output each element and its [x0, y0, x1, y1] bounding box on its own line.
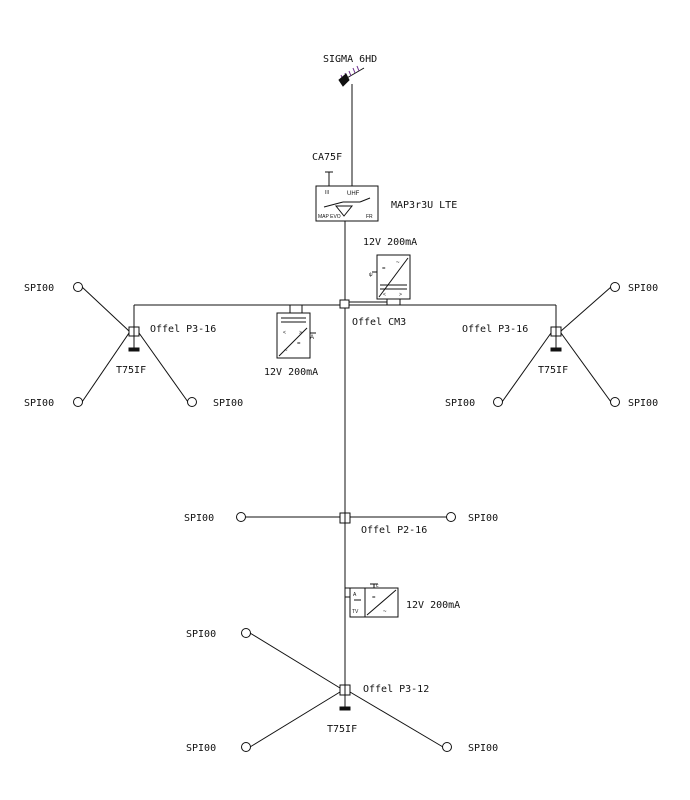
svg-text:c: c: [376, 583, 379, 589]
svg-text:>: >: [399, 292, 402, 298]
outlet-label: SPI00: [628, 283, 658, 294]
outlet-socket-icon[interactable]: [187, 397, 197, 407]
power-inserter-bottom[interactable]: A TV = ~ c: [345, 583, 399, 618]
terminator-t75if-right: [550, 336, 562, 352]
splitter-label-p3-16-right: Offel P3-16: [462, 324, 528, 335]
outlet-label: SPI00: [628, 398, 658, 409]
antenna-icon[interactable]: [338, 65, 365, 87]
outlet-socket-icon[interactable]: [610, 397, 620, 407]
outlet-label: SPI00: [468, 743, 498, 754]
svg-text:A: A: [310, 335, 314, 341]
splitter-offel-p3-12[interactable]: [339, 684, 351, 696]
terminator-label-left: T75IF: [116, 365, 146, 376]
outlet-label: SPI00: [186, 743, 216, 754]
outlet-label: SPI00: [186, 629, 216, 640]
outlet-socket-icon[interactable]: [442, 742, 452, 752]
splitter-label-p2-16: Offel P2-16: [361, 525, 427, 536]
svg-text:>: >: [299, 330, 302, 336]
terminator-label-right: T75IF: [538, 365, 568, 376]
power-supply-top[interactable]: = ~ < > ψ: [369, 254, 411, 305]
inserter-label-tv: TV: [352, 609, 359, 615]
inserter-label-a: A: [353, 592, 357, 598]
amp-input-uhf: UHF: [347, 191, 360, 197]
terminator-label-bottom: T75IF: [327, 724, 357, 735]
splitter-offel-p3-16-left[interactable]: [128, 326, 140, 337]
outlet-label: SPI00: [24, 283, 54, 294]
terminator-t75if-left: [128, 336, 140, 352]
splitter-label-p3-12: Offel P3-12: [363, 684, 429, 695]
svg-text:<: <: [283, 330, 286, 336]
outlet-label: SPI00: [213, 398, 243, 409]
svg-text:~: ~: [284, 348, 288, 354]
terminator-label-ca75f: CA75F: [312, 152, 342, 163]
outlet-socket-icon[interactable]: [493, 397, 503, 407]
outlet-socket-icon[interactable]: [241, 742, 251, 752]
outlet-socket-icon[interactable]: [73, 282, 83, 292]
outlet-label: SPI00: [24, 398, 54, 409]
outlet-label: SPI00: [184, 513, 214, 524]
splitter-label-cm3: Offel CM3: [352, 317, 406, 328]
outlet-socket-icon[interactable]: [446, 512, 456, 522]
amp-output-map-evo: MAP EVO: [318, 214, 341, 220]
svg-text:ψ: ψ: [369, 272, 373, 278]
amplifier-map3r3u[interactable]: III UHF MAP EVO FR: [315, 185, 379, 222]
splitter-label-p3-16-left: Offel P3-16: [150, 324, 216, 335]
outlet-socket-icon[interactable]: [241, 628, 251, 638]
svg-text:=: =: [297, 341, 301, 347]
outlet-socket-icon[interactable]: [610, 282, 620, 292]
antenna-label: SIGMA 6HD: [323, 54, 377, 65]
power-supply-left-label: 12V 200mA: [264, 367, 318, 378]
power-supply-bottom-label: 12V 200mA: [406, 600, 460, 611]
svg-text:=: =: [372, 595, 376, 601]
svg-text:~: ~: [383, 609, 387, 615]
amp-output-fr: FR: [366, 214, 373, 220]
ca75f-terminator-icon: [325, 171, 333, 186]
outlet-socket-icon[interactable]: [73, 397, 83, 407]
svg-text:=: =: [382, 266, 386, 272]
svg-text:<: <: [383, 292, 386, 298]
outlet-label: SPI00: [468, 513, 498, 524]
amp-input-iii: III: [325, 190, 329, 196]
splitter-offel-p2-16[interactable]: [339, 512, 351, 524]
power-supply-top-label: 12V 200mA: [363, 237, 417, 248]
terminator-t75if-bottom: [339, 695, 351, 711]
power-supply-left[interactable]: < > ~ = A: [276, 305, 316, 359]
outlet-label: SPI00: [445, 398, 475, 409]
outlet-socket-icon[interactable]: [236, 512, 246, 522]
amplifier-label: MAP3r3U LTE: [391, 200, 457, 211]
splitter-offel-p3-16-right[interactable]: [550, 326, 562, 337]
svg-text:~: ~: [396, 260, 400, 266]
splitter-offel-cm3[interactable]: [339, 299, 350, 309]
